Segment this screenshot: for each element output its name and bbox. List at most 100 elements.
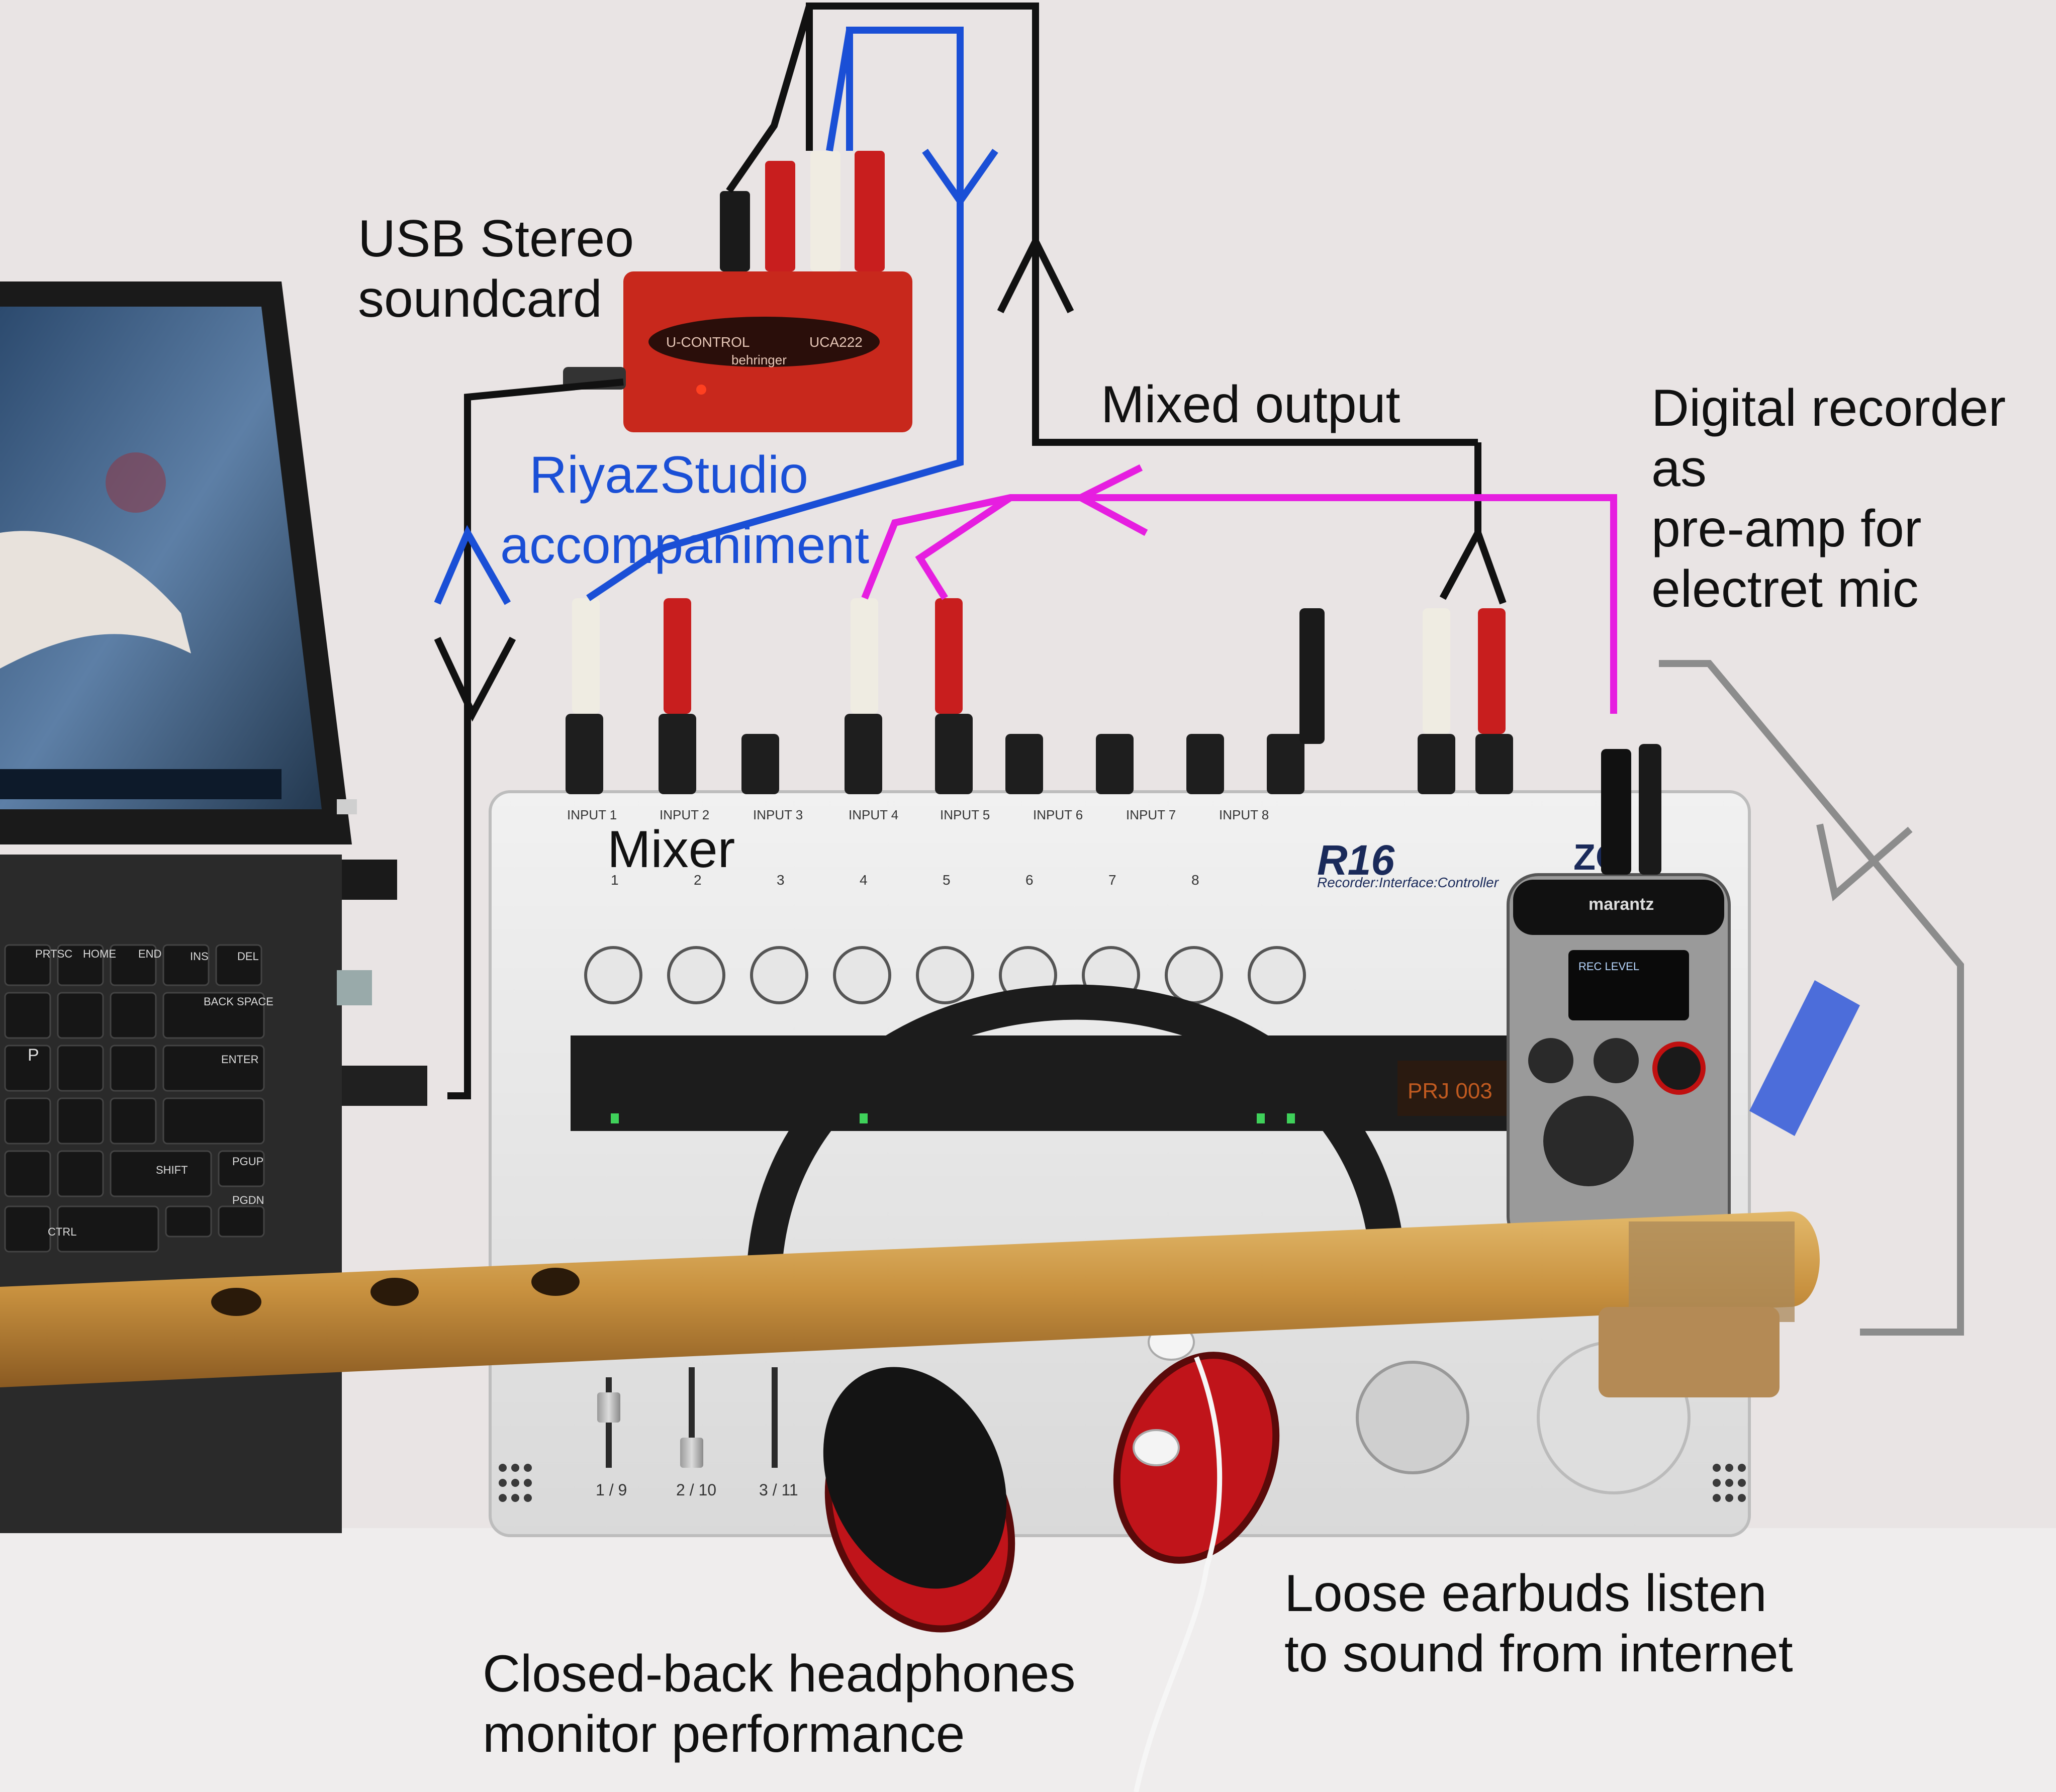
gray-arrow-up (1816, 823, 1913, 902)
svg-text:HOME: HOME (83, 948, 116, 960)
speaker-grill-right (1713, 1464, 1746, 1502)
magenta-arrow-left (1073, 464, 1148, 536)
mixer-rca-plugs (572, 598, 1506, 744)
laptop-usb-port (337, 799, 357, 814)
recorder-top (1513, 880, 1724, 935)
svg-text:7: 7 (1108, 872, 1116, 888)
mixer-input-labels: INPUT 1 INPUT 2 INPUT 3 INPUT 4 INPUT 5 … (567, 807, 1269, 822)
level-meter-strip (571, 1035, 1511, 1131)
headphone-band (746, 984, 1405, 1273)
mic-cable-path (1659, 660, 1964, 1336)
svg-text:INPUT 8: INPUT 8 (1219, 807, 1269, 822)
electret-mic (1749, 980, 1860, 1136)
laptop-screen (0, 307, 322, 809)
svg-text:1: 1 (611, 872, 619, 888)
navigation-dial (1356, 1361, 1469, 1474)
taskbar (0, 769, 282, 799)
flute-finger-holes (211, 1268, 580, 1316)
usb-plug (342, 1066, 427, 1106)
mixed-output-path (447, 3, 1507, 1099)
headphones (746, 984, 1405, 1633)
black-arrow-up (997, 233, 1074, 314)
marantz-recorder: marantz REC LEVEL (1507, 744, 1731, 1248)
svg-text:2 / 10: 2 / 10 (676, 1481, 716, 1499)
recorder-brand: marantz (1588, 895, 1654, 914)
recorder-cable-plug (1639, 744, 1661, 875)
svg-text:8: 8 (1191, 872, 1199, 888)
svg-text:INPUT 6: INPUT 6 (1033, 807, 1083, 822)
svg-text:INPUT 3: INPUT 3 (753, 807, 803, 822)
svg-text:4: 4 (860, 872, 868, 888)
svg-text:3 / 11: 3 / 11 (759, 1481, 798, 1499)
hand-on-screen (0, 531, 191, 669)
black-route-to-output-2 (1474, 531, 1507, 605)
recorder-plug (1601, 749, 1631, 875)
floor-background (0, 1528, 2056, 1792)
screen-pattern (106, 452, 166, 513)
fader-caps (597, 1392, 703, 1468)
mixer-model-logo: R16 (1317, 836, 1395, 884)
svg-text:2: 2 (694, 872, 702, 888)
mixer-channel-numbers: 1 2 3 4 5 6 7 8 (611, 872, 1199, 888)
keyboard-legends: PRTSC HOME END INS DEL BACK SPACE ENTER … (28, 948, 273, 1238)
mixer-display (1397, 1061, 1508, 1116)
bamboo-flute (0, 1211, 1820, 1397)
svg-text:5: 5 (943, 872, 951, 888)
label-headphones: Closed-back headphones monitor performan… (483, 1645, 1076, 1763)
svg-text:INPUT 4: INPUT 4 (849, 807, 898, 822)
label-mixer: Mixer (607, 820, 735, 879)
recorder-display (1568, 950, 1689, 1020)
svg-text:BACK SPACE: BACK SPACE (204, 995, 273, 1008)
level-meter-leds (611, 1113, 1295, 1123)
soundcard-label-plate (648, 317, 880, 367)
cork-block (1599, 1307, 1780, 1397)
svg-text:INPUT 7: INPUT 7 (1126, 807, 1176, 822)
speaker-grill-left (499, 1464, 532, 1502)
mixer-subtitle: Recorder:Interface:Controller (1317, 875, 1500, 890)
svg-text:PGUP: PGUP (232, 1155, 263, 1168)
mixer-input-jacks (566, 714, 1513, 794)
svg-text:6: 6 (1025, 872, 1034, 888)
label-riyazstudio: RiyazStudio (529, 446, 808, 504)
usb-soundcard: U-CONTROL behringer UCA222 (563, 151, 912, 432)
rca-plug-white (810, 151, 840, 271)
flute-end-binding (1629, 1221, 1795, 1322)
svg-text:SHIFT: SHIFT (156, 1164, 188, 1176)
label-usb-soundcard: USB Stereo soundcard (358, 210, 634, 328)
recorder-display-text: REC LEVEL (1578, 960, 1639, 973)
headphone-pad (823, 1367, 1007, 1589)
black-cable-to-soundcard (726, 5, 813, 193)
recorder-buttons (1528, 1038, 1706, 1186)
svg-text:ENTER: ENTER (221, 1053, 259, 1066)
svg-text:END: END (138, 948, 161, 960)
label-earbuds: Loose earbuds listen to sound from inter… (1284, 1564, 1793, 1683)
rca-plug-red (765, 161, 795, 271)
svg-text:CTRL: CTRL (48, 1225, 76, 1238)
svg-text:INS: INS (190, 950, 209, 963)
black-usb-line (447, 379, 624, 1099)
black-route-top (806, 3, 1478, 446)
accompaniment-path (586, 27, 964, 601)
headphone-cup-right (1113, 1352, 1280, 1564)
laptop-side-plug (342, 860, 397, 900)
label-mixed-output: Mixed output (1101, 375, 1400, 434)
gray-route (1659, 660, 1964, 1336)
label-accompaniment: accompaniment (500, 516, 870, 575)
recorder-output-path (861, 494, 1617, 714)
svg-text:PRTSC: PRTSC (35, 948, 72, 960)
svg-text:INPUT 5: INPUT 5 (940, 807, 990, 822)
laptop-ethernet-port (337, 970, 372, 1005)
label-digital-recorder: Digital recorder as pre-amp for electret… (1651, 379, 2006, 618)
svg-text:DEL: DEL (237, 950, 259, 963)
svg-text:INPUT 2: INPUT 2 (660, 807, 709, 822)
soundcard-model: UCA222 (809, 334, 863, 350)
rca-plug-red-2 (855, 151, 885, 271)
fader-labels: 1 / 9 2 / 10 3 / 11 (596, 1481, 798, 1499)
svg-text:3: 3 (777, 872, 785, 888)
blue-arrow-down (922, 148, 998, 208)
soundcard-brand: behringer (731, 352, 787, 367)
blue-route-2 (826, 29, 853, 152)
soundcard-power-led (696, 385, 706, 395)
magenta-route-2 (915, 495, 1012, 600)
